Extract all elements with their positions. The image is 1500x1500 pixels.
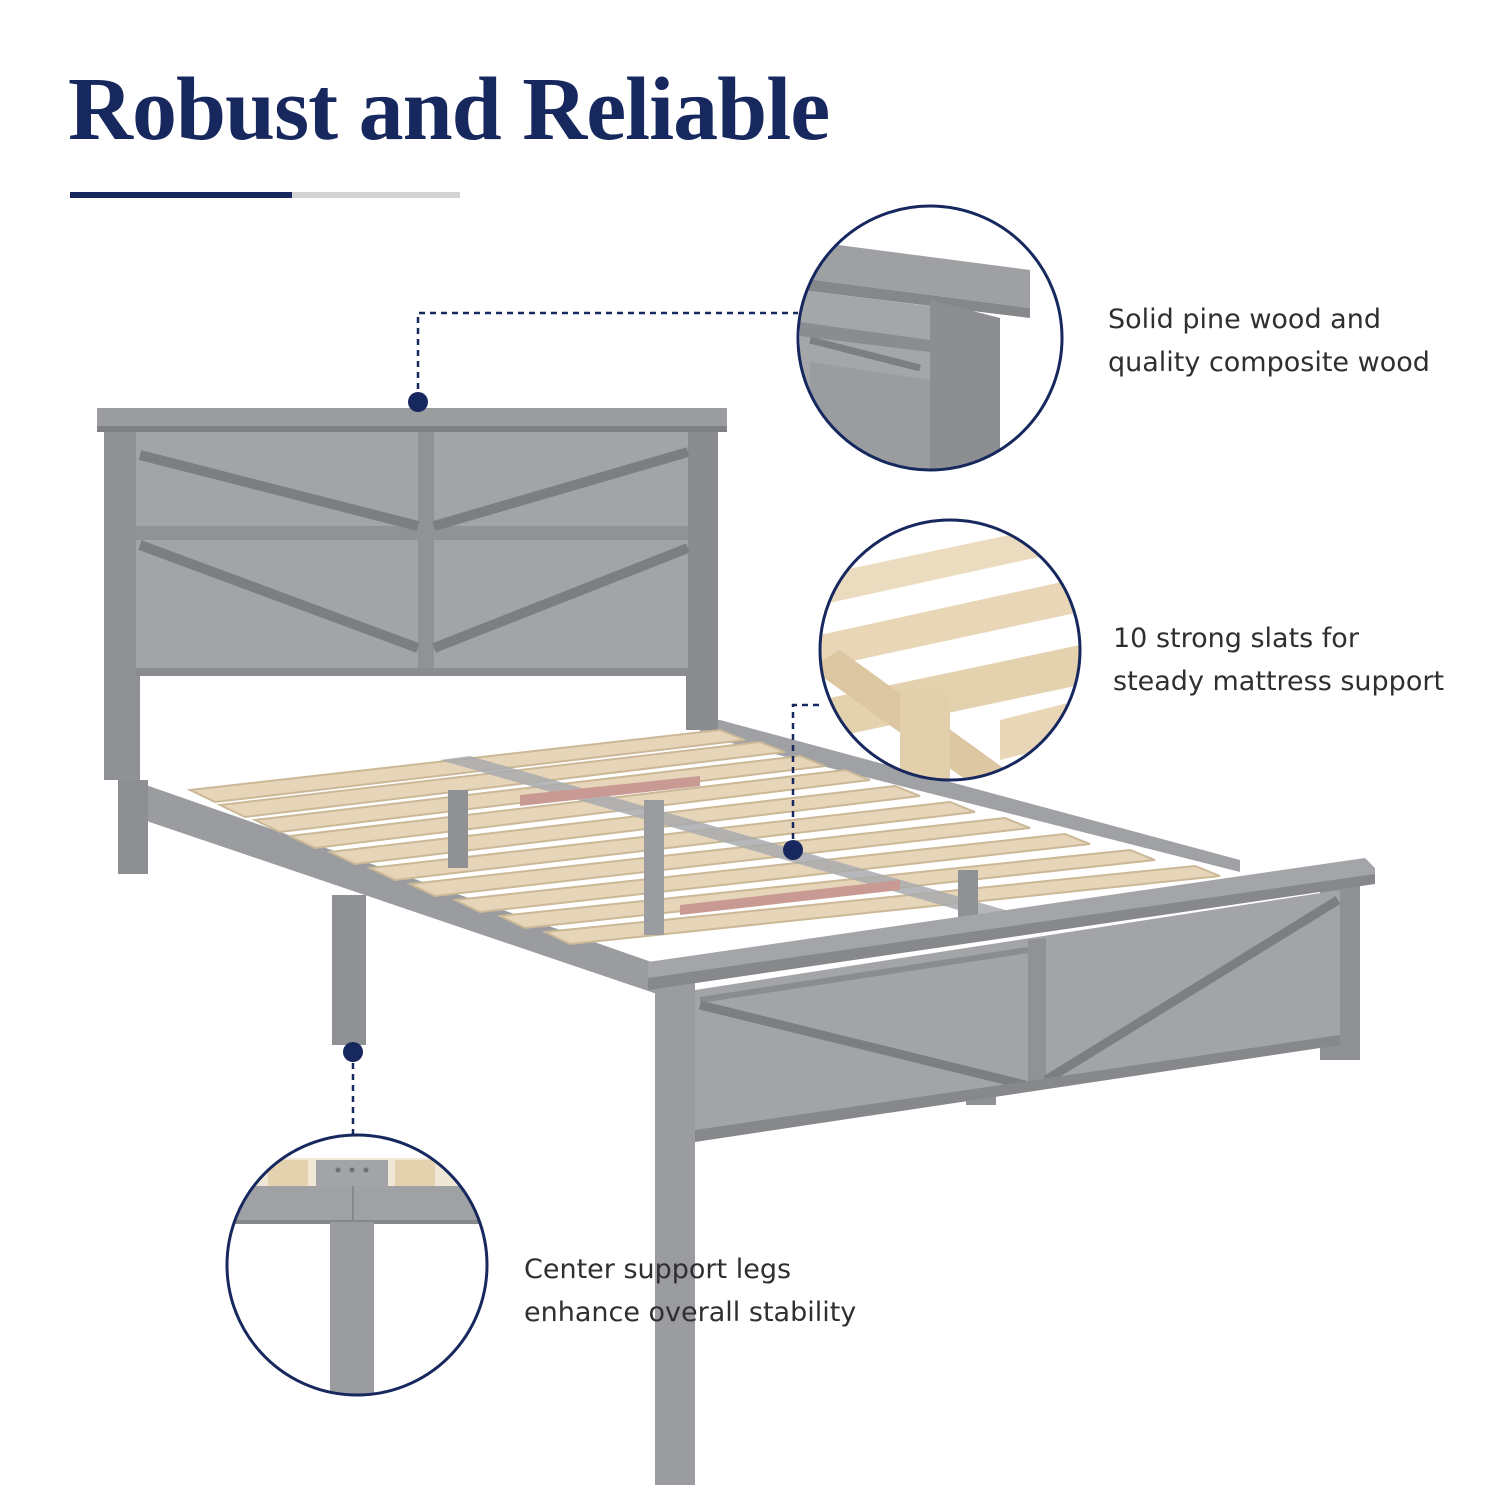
connector-dot-2 [783, 840, 803, 860]
callout-wood-line-2: quality composite wood [1108, 347, 1430, 378]
connector-dot-3 [343, 1042, 363, 1062]
callout-slats: 10 strong slats for steady mattress supp… [1113, 617, 1444, 703]
callout-slats-line-2: steady mattress support [1113, 666, 1445, 697]
center-leg-2 [644, 800, 664, 935]
left-side-rail [120, 785, 660, 995]
detail-circle-slats [818, 518, 1082, 782]
left-front-leg [332, 895, 366, 1045]
connector-dot-1 [408, 392, 428, 412]
right-side-rail [700, 720, 1240, 872]
bed-frame [97, 408, 1375, 1485]
detail-circle-support-leg [225, 1133, 489, 1397]
title-underline-light [292, 192, 460, 198]
callout-wood-material: Solid pine wood and quality composite wo… [1108, 298, 1430, 384]
headboard [97, 408, 727, 780]
callout-wood-line-1: Solid pine wood and [1108, 304, 1381, 335]
callout-slats-line-1: 10 strong slats for [1113, 623, 1359, 654]
footboard [648, 858, 1375, 1485]
title-underline-accent [70, 192, 292, 198]
slats [186, 728, 1221, 946]
detail-circle-headboard [796, 204, 1064, 472]
connector-line-1 [416, 311, 798, 400]
center-leg-1 [448, 790, 468, 868]
connector-line-2 [791, 703, 822, 850]
callout-support-legs: Center support legs enhance overall stab… [524, 1248, 856, 1334]
callout-legs-line-1: Center support legs [524, 1254, 792, 1285]
callout-legs-line-2: enhance overall stability [524, 1297, 857, 1328]
headboard-left-leg [118, 780, 148, 874]
page-title: Robust and Reliable [68, 60, 830, 159]
